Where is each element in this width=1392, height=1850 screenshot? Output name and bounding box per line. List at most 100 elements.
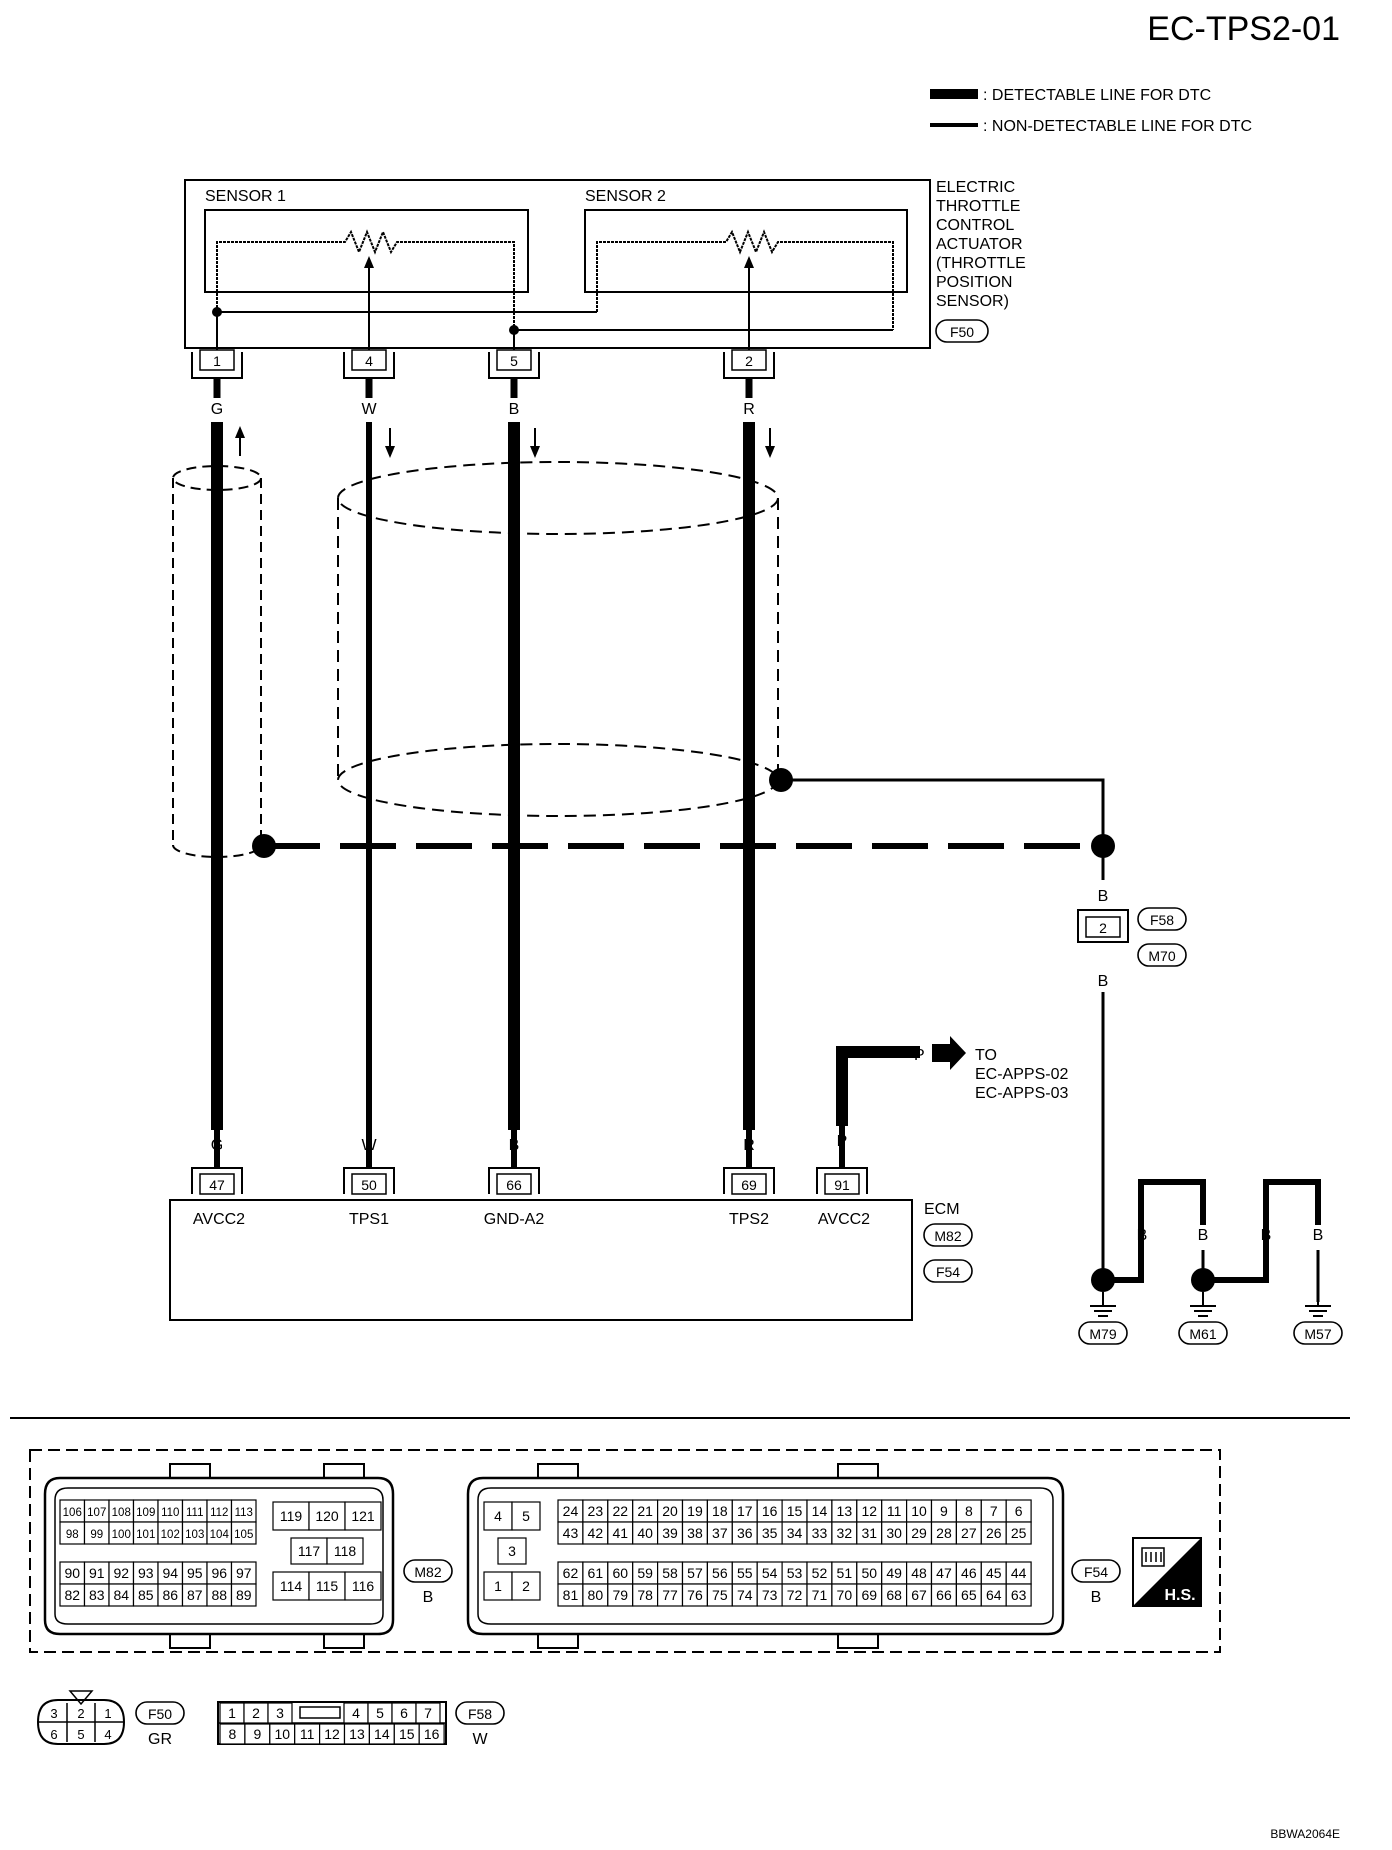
pin-number: 11 (887, 1503, 902, 1519)
pin-number: 87 (187, 1587, 203, 1603)
pin-number: 71 (812, 1587, 828, 1603)
pin-number: 76 (687, 1587, 703, 1603)
pin-number: 45 (986, 1565, 1002, 1581)
pin-number: 26 (986, 1525, 1002, 1541)
connector-pin: 92 (108, 1561, 135, 1585)
pin-number: 100 (112, 1529, 131, 1541)
wire-color-top-g: G (211, 401, 223, 418)
pin-number: 49 (886, 1565, 902, 1581)
connector-pin: 50 (856, 1561, 883, 1585)
connector-pin: 8 (219, 1723, 246, 1745)
pin-number: 67 (911, 1587, 927, 1603)
sensor1-resistor-circuit (216, 229, 515, 328)
connector-pin: 102 (157, 1521, 184, 1545)
connector-pin: 108 (108, 1499, 135, 1523)
m82-badge (403, 1559, 453, 1583)
pin-number: 77 (662, 1587, 678, 1603)
connector-pin: 31 (856, 1521, 883, 1545)
terminal-5: 5 (488, 349, 540, 379)
connector-pin: 35 (756, 1521, 783, 1545)
connector-pin: 120 (308, 1501, 346, 1531)
joint-connector-upper-badge (1137, 907, 1187, 931)
joint-connector-lower: M70 (1148, 948, 1175, 964)
pin-number: 25 (1011, 1525, 1027, 1541)
joint-connector: 2 (1077, 909, 1129, 943)
pin-number: 5 (522, 1508, 530, 1524)
m82-name: M82 (414, 1564, 441, 1580)
connector-pin: 5 (511, 1501, 541, 1531)
to-label: TO (975, 1047, 997, 1064)
connector-pin: 103 (181, 1521, 208, 1545)
pin-number: 7 (990, 1503, 998, 1519)
connector-pin: 10 (269, 1723, 296, 1745)
f50-color: GR (148, 1731, 172, 1748)
pin-number: 78 (637, 1587, 653, 1603)
pin-number: 41 (612, 1525, 628, 1541)
pin-number: 48 (911, 1565, 927, 1581)
pin-number: 109 (136, 1507, 155, 1519)
terminal-2: 2 (723, 349, 775, 379)
f50-key-icon (68, 1690, 94, 1706)
pin-number: 111 (186, 1507, 203, 1519)
pin-number: 58 (662, 1565, 678, 1581)
pin-number: 106 (63, 1507, 82, 1519)
f58-color: W (472, 1731, 488, 1748)
pin-number: 40 (637, 1525, 653, 1541)
connector-pin: 33 (806, 1521, 833, 1545)
hs-symbol: H.S. (1132, 1537, 1202, 1607)
pin-number: 75 (712, 1587, 728, 1603)
connector-pin: 71 (806, 1583, 833, 1607)
connector-pin: 36 (731, 1521, 758, 1545)
pin-number: 120 (315, 1508, 339, 1524)
pin-number: 85 (138, 1587, 154, 1603)
joint-connector-upper: F58 (1150, 912, 1174, 928)
pin-number: 93 (138, 1565, 154, 1581)
pin-number: 50 (861, 1565, 877, 1581)
page-code: EC-TPS2-01 (1147, 10, 1340, 48)
ground-bus-color-2: B (1198, 1227, 1209, 1244)
pin-number: 4 (352, 1705, 360, 1721)
ecm-connector-views-frame (29, 1449, 1221, 1653)
connector-pin: 52 (806, 1561, 833, 1585)
pin-number: 64 (986, 1587, 1002, 1603)
connector-pin: 64 (980, 1583, 1007, 1607)
pin-number: 62 (563, 1565, 579, 1581)
pin-number: 14 (374, 1726, 390, 1742)
connector-pin: 39 (656, 1521, 684, 1545)
connector-pin: 43 (557, 1521, 584, 1545)
connector-pin: 16 (756, 1499, 783, 1523)
f58-badge (455, 1701, 505, 1725)
actuator-label-line-7: SENSOR) (936, 293, 1009, 310)
pin-number: 19 (687, 1503, 703, 1519)
terminal-number: 50 (361, 1177, 377, 1193)
pin-number: 20 (662, 1503, 678, 1519)
connector-pin: 91 (83, 1561, 110, 1585)
connector-pin: 51 (831, 1561, 858, 1585)
connector-pin: 48 (905, 1561, 933, 1585)
connector-pin: 89 (230, 1583, 257, 1607)
connector-pin: 67 (905, 1583, 933, 1607)
connector-pin: 99 (83, 1521, 110, 1545)
legend: : DETECTABLE LINE FOR DTC : NON-DETECTAB… (930, 87, 1252, 135)
pin-number: 55 (737, 1565, 753, 1581)
connector-pin: 113 (230, 1499, 257, 1523)
pin-number: 3 (508, 1543, 516, 1559)
connector-pin: 28 (930, 1521, 957, 1545)
connector-pin: 40 (632, 1521, 659, 1545)
connector-pin: 32 (831, 1521, 858, 1545)
pin-number: 82 (64, 1587, 80, 1603)
figure-code: BBWA2064E (1270, 1827, 1340, 1841)
actuator-terminals: 1 4 5 2 (191, 349, 775, 379)
pin-number: 113 (235, 1507, 253, 1519)
connector-pin: 9 (244, 1723, 271, 1745)
connector-pin: 14 (368, 1723, 395, 1745)
actuator-outline (184, 179, 931, 349)
arrow-up-icon (235, 426, 245, 438)
wire-color-top-r: R (743, 401, 755, 418)
arrow-down-icon (385, 446, 395, 458)
ground-icon (1190, 1292, 1216, 1317)
connector-pin: 114 (272, 1571, 310, 1601)
connector-pin: 18 (706, 1499, 733, 1523)
wire-p-color-top: P (914, 1047, 925, 1064)
